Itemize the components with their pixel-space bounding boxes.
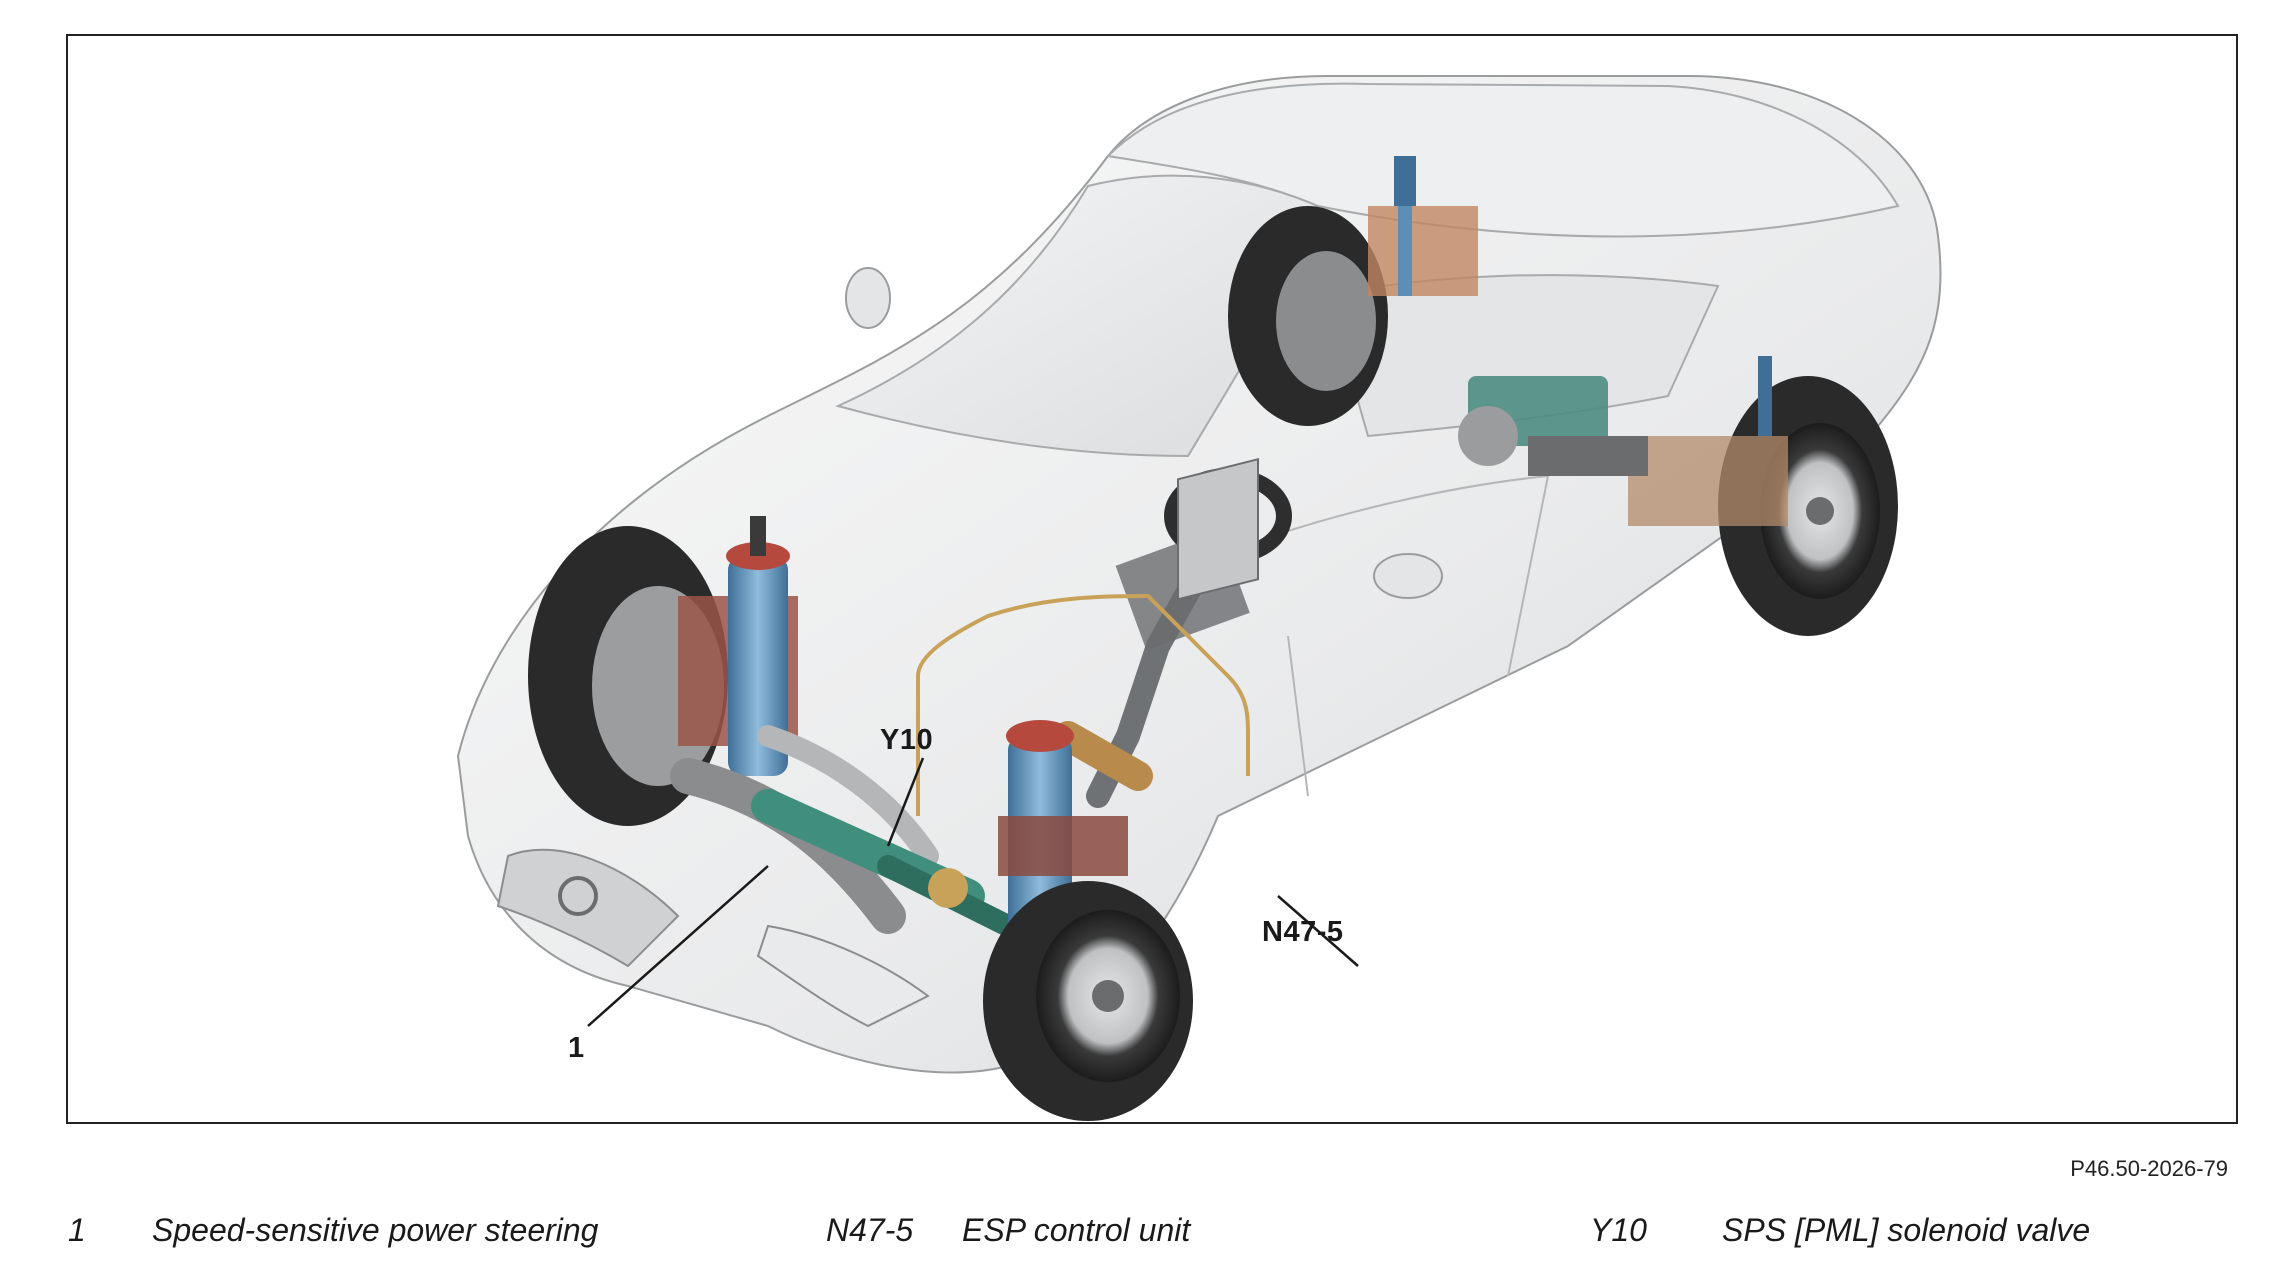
car-illustration — [456, 75, 1942, 1121]
rear-right-wheel — [1628, 356, 1898, 636]
figure-reference: P46.50-2026-79 — [2070, 1156, 2228, 1181]
legend-code-y10: Y10 — [1590, 1212, 1647, 1248]
wiring-harness — [916, 593, 1250, 816]
headlight — [756, 924, 930, 1028]
leader-line-1 — [587, 865, 769, 1027]
emblem — [558, 876, 598, 916]
rear-left-wheel — [1228, 156, 1478, 426]
side-mirror — [845, 267, 891, 329]
legend-text-y10: SPS [PML] solenoid valve — [1722, 1212, 2091, 1248]
front-left-shock — [726, 516, 790, 776]
figure-frame: 1 Y10 N47-5 — [66, 34, 2238, 1124]
leader-line-n47-5 — [1277, 895, 1359, 967]
callout-n47-5: N47-5 — [1262, 916, 1344, 948]
door-mirror — [1373, 553, 1443, 599]
steering-rack — [751, 721, 1153, 947]
callout-y10: Y10 — [880, 724, 934, 756]
callout-1: 1 — [568, 1032, 585, 1064]
rear-axle — [1458, 376, 1648, 476]
legend-code-1: 1 — [68, 1212, 86, 1248]
front-right-wheel — [983, 881, 1193, 1121]
legend-code-n47-5: N47-5 — [826, 1212, 914, 1248]
esp-control-unit — [1177, 458, 1259, 601]
roof — [1105, 82, 1900, 238]
front-grille — [496, 848, 680, 968]
legend-text-n47-5: ESP control unit — [962, 1212, 1191, 1248]
legend: 1 Speed-sensitive power steering N47-5 E… — [0, 1212, 2276, 1256]
leader-line-y10 — [886, 757, 925, 847]
legend-text-1: Speed-sensitive power steering — [152, 1212, 599, 1248]
